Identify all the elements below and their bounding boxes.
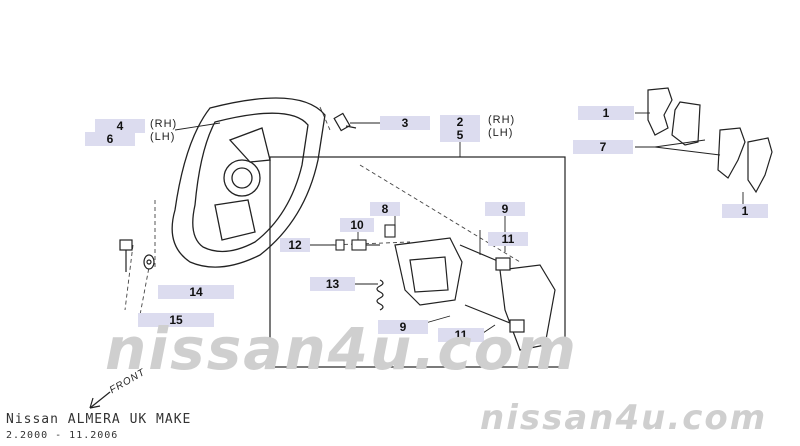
callout-9-lower[interactable]: 9 xyxy=(378,320,428,334)
callout-12[interactable]: 12 xyxy=(280,238,310,252)
callout-3[interactable]: 3 xyxy=(380,116,430,130)
callout-1-top[interactable]: 1 xyxy=(578,106,634,120)
rh-label-a: (RH) xyxy=(150,118,178,130)
spring-13 xyxy=(376,279,384,311)
watermark-large: nissan4u.com xyxy=(105,315,578,383)
callout-5[interactable]: 5 xyxy=(440,128,480,142)
production-dates: 2.2000 - 11.2006 xyxy=(6,430,119,441)
callout-11-upper[interactable]: 11 xyxy=(488,232,528,246)
bolt-14 xyxy=(119,239,155,272)
bleeder-parts xyxy=(335,224,396,251)
assembly-frame xyxy=(269,156,566,368)
callout-13[interactable]: 13 xyxy=(310,277,355,291)
model-caption: Nissan ALMERA UK MAKE xyxy=(6,412,192,427)
callout-6[interactable]: 6 xyxy=(85,132,135,146)
callout-15[interactable]: 15 xyxy=(138,313,214,327)
callout-2[interactable]: 2 xyxy=(440,115,480,129)
callout-1-bottom[interactable]: 1 xyxy=(722,204,768,218)
leader-lines xyxy=(174,112,744,336)
callout-14[interactable]: 14 xyxy=(158,285,234,299)
bolt-3 xyxy=(333,112,357,132)
callout-8[interactable]: 8 xyxy=(370,202,400,216)
callout-9-upper[interactable]: 9 xyxy=(485,202,525,216)
brake-pads xyxy=(647,87,773,194)
backing-plate xyxy=(171,97,326,268)
lh-label-a: (LH) xyxy=(150,131,176,143)
watermark-small: nissan4u.com xyxy=(480,398,768,438)
rh-label-b: (RH) xyxy=(488,114,516,126)
front-arrow-icon xyxy=(89,391,111,409)
callout-10[interactable]: 10 xyxy=(340,218,374,232)
callout-11-lower[interactable]: 11 xyxy=(438,328,484,342)
lh-label-b: (LH) xyxy=(488,127,514,139)
callout-4[interactable]: 4 xyxy=(95,119,145,133)
callout-7[interactable]: 7 xyxy=(573,140,633,154)
